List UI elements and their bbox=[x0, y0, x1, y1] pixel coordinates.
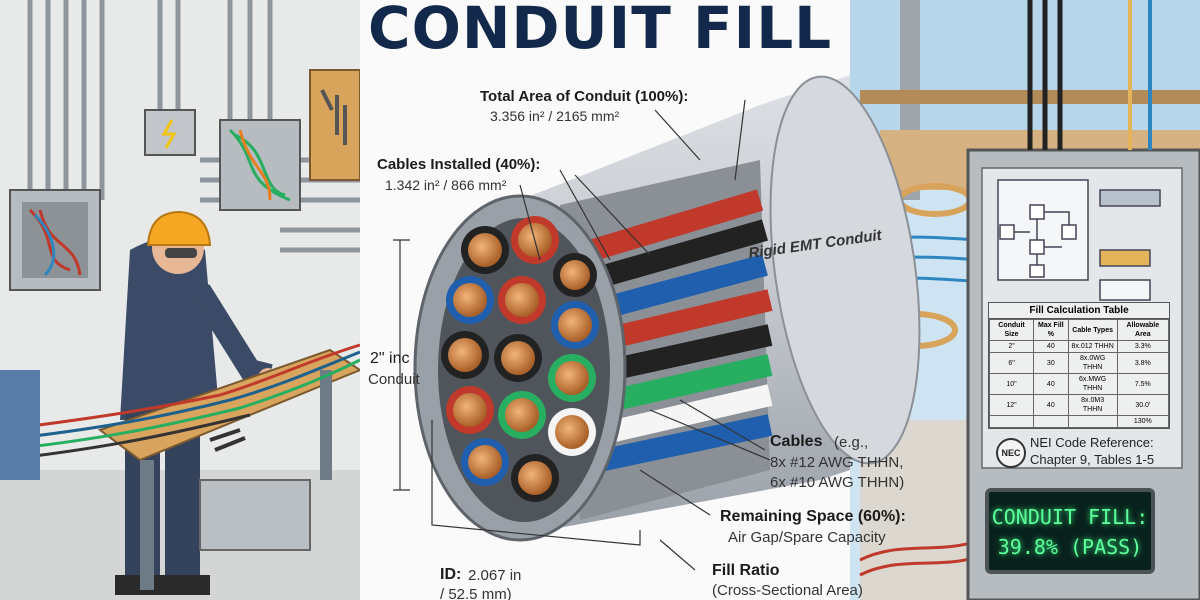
table-cell: 3.8% bbox=[1116, 352, 1170, 374]
table-cell: 7.5% bbox=[1116, 373, 1170, 395]
table-cell: 8x.0M3 THHN bbox=[1067, 394, 1118, 416]
table-row: 12" 40 8x.0M3 THHN 30.0' bbox=[988, 394, 1170, 416]
lightning-icon bbox=[161, 119, 177, 149]
header-max-fill: Max Fill % bbox=[1033, 319, 1069, 341]
header-allowable-area: Allowable Area bbox=[1116, 319, 1170, 341]
nec-line-1: NEI Code Reference: bbox=[1030, 435, 1154, 450]
table-cell: 10" bbox=[988, 373, 1035, 395]
table-cell: 130% bbox=[1116, 415, 1170, 428]
inner-diameter-value: 2.067 in bbox=[468, 567, 522, 584]
table-cell: 30.0' bbox=[1116, 394, 1170, 416]
cables-installed-label: Cables Installed (40%): bbox=[377, 156, 541, 173]
table-cell bbox=[1033, 415, 1069, 428]
nec-code-reference: NEI Code Reference: Chapter 9, Tables 1-… bbox=[1030, 434, 1154, 468]
fill-readout-display: CONDUIT FILL: 39.8% (PASS) bbox=[985, 488, 1155, 574]
table-cell bbox=[988, 415, 1035, 428]
remaining-space-value: Air Gap/Spare Capacity bbox=[728, 529, 886, 546]
fill-calculation-table: Fill Calculation Table Conduit Size Max … bbox=[988, 302, 1170, 429]
nec-seal-icon: NEC bbox=[996, 438, 1026, 468]
table-cell: 40 bbox=[1033, 373, 1069, 395]
table-row: 6" 30 8x.0WG THHN 3.8% bbox=[988, 352, 1170, 374]
inner-diameter-label: ID: bbox=[440, 566, 462, 583]
total-area-label: Total Area of Conduit (100%): bbox=[480, 88, 689, 105]
table-cell: 8x.0WG THHN bbox=[1067, 352, 1118, 374]
workshop-scene bbox=[0, 0, 363, 600]
table-cell: 6x.MWG THHN bbox=[1067, 373, 1118, 395]
header-cable-types: Cable Types bbox=[1067, 319, 1118, 341]
hardhat bbox=[146, 210, 212, 246]
page-title: CONDUIT FILL bbox=[368, 0, 833, 62]
conduit-size-label: 2" inc bbox=[370, 350, 410, 367]
fill-ratio-label: Fill Ratio bbox=[712, 562, 780, 579]
header-conduit-size: Conduit Size bbox=[988, 319, 1035, 341]
table-header-row: Conduit Size Max Fill % Cable Types Allo… bbox=[988, 319, 1170, 341]
cable-ends bbox=[441, 216, 599, 502]
cables-label: Cables bbox=[770, 433, 823, 450]
table-cell: 40 bbox=[1033, 340, 1069, 353]
table-cell: 3.3% bbox=[1116, 340, 1170, 353]
table-cell: 8x.012 THHN bbox=[1067, 340, 1118, 353]
conduit-illustration bbox=[360, 0, 921, 600]
table-row: 130% bbox=[988, 415, 1170, 428]
cables-line-2: 8x #12 AWG THHN, bbox=[770, 454, 904, 471]
table-cell: 30 bbox=[1033, 352, 1069, 374]
table-cell: 12" bbox=[988, 394, 1035, 416]
cables-example: (e.g., bbox=[834, 434, 869, 451]
cables-line-3: 6x #10 AWG THHN) bbox=[770, 474, 905, 491]
table-row: 10" 40 6x.MWG THHN 7.5% bbox=[988, 373, 1170, 395]
table-title: Fill Calculation Table bbox=[989, 303, 1169, 319]
remaining-space-label: Remaining Space (60%): bbox=[720, 508, 906, 525]
table-cell: 2" bbox=[988, 340, 1035, 353]
display-line-1: CONDUIT FILL: bbox=[991, 505, 1149, 529]
leader-lines bbox=[393, 99, 771, 571]
total-area-value: 3.356 in² / 2165 mm² bbox=[490, 108, 620, 124]
workbench bbox=[0, 343, 363, 590]
display-line-2: 39.8% (PASS) bbox=[997, 535, 1143, 559]
cables-installed-value: 1.342 in² / 866 mm² bbox=[385, 177, 507, 193]
table-cell: 40 bbox=[1033, 394, 1069, 416]
conduit-size-sub: Conduit bbox=[368, 371, 420, 388]
table-cell bbox=[1067, 415, 1118, 428]
nec-line-2: Chapter 9, Tables 1-5 bbox=[1030, 452, 1155, 467]
table-cell: 6" bbox=[988, 352, 1035, 374]
schematic-diagram bbox=[997, 179, 1161, 301]
inner-diameter-metric: / 52.5 mm) bbox=[440, 586, 512, 600]
fill-ratio-value: (Cross-Sectional Area) bbox=[712, 582, 863, 599]
table-row: 2" 40 8x.012 THHN 3.3% bbox=[988, 340, 1170, 353]
